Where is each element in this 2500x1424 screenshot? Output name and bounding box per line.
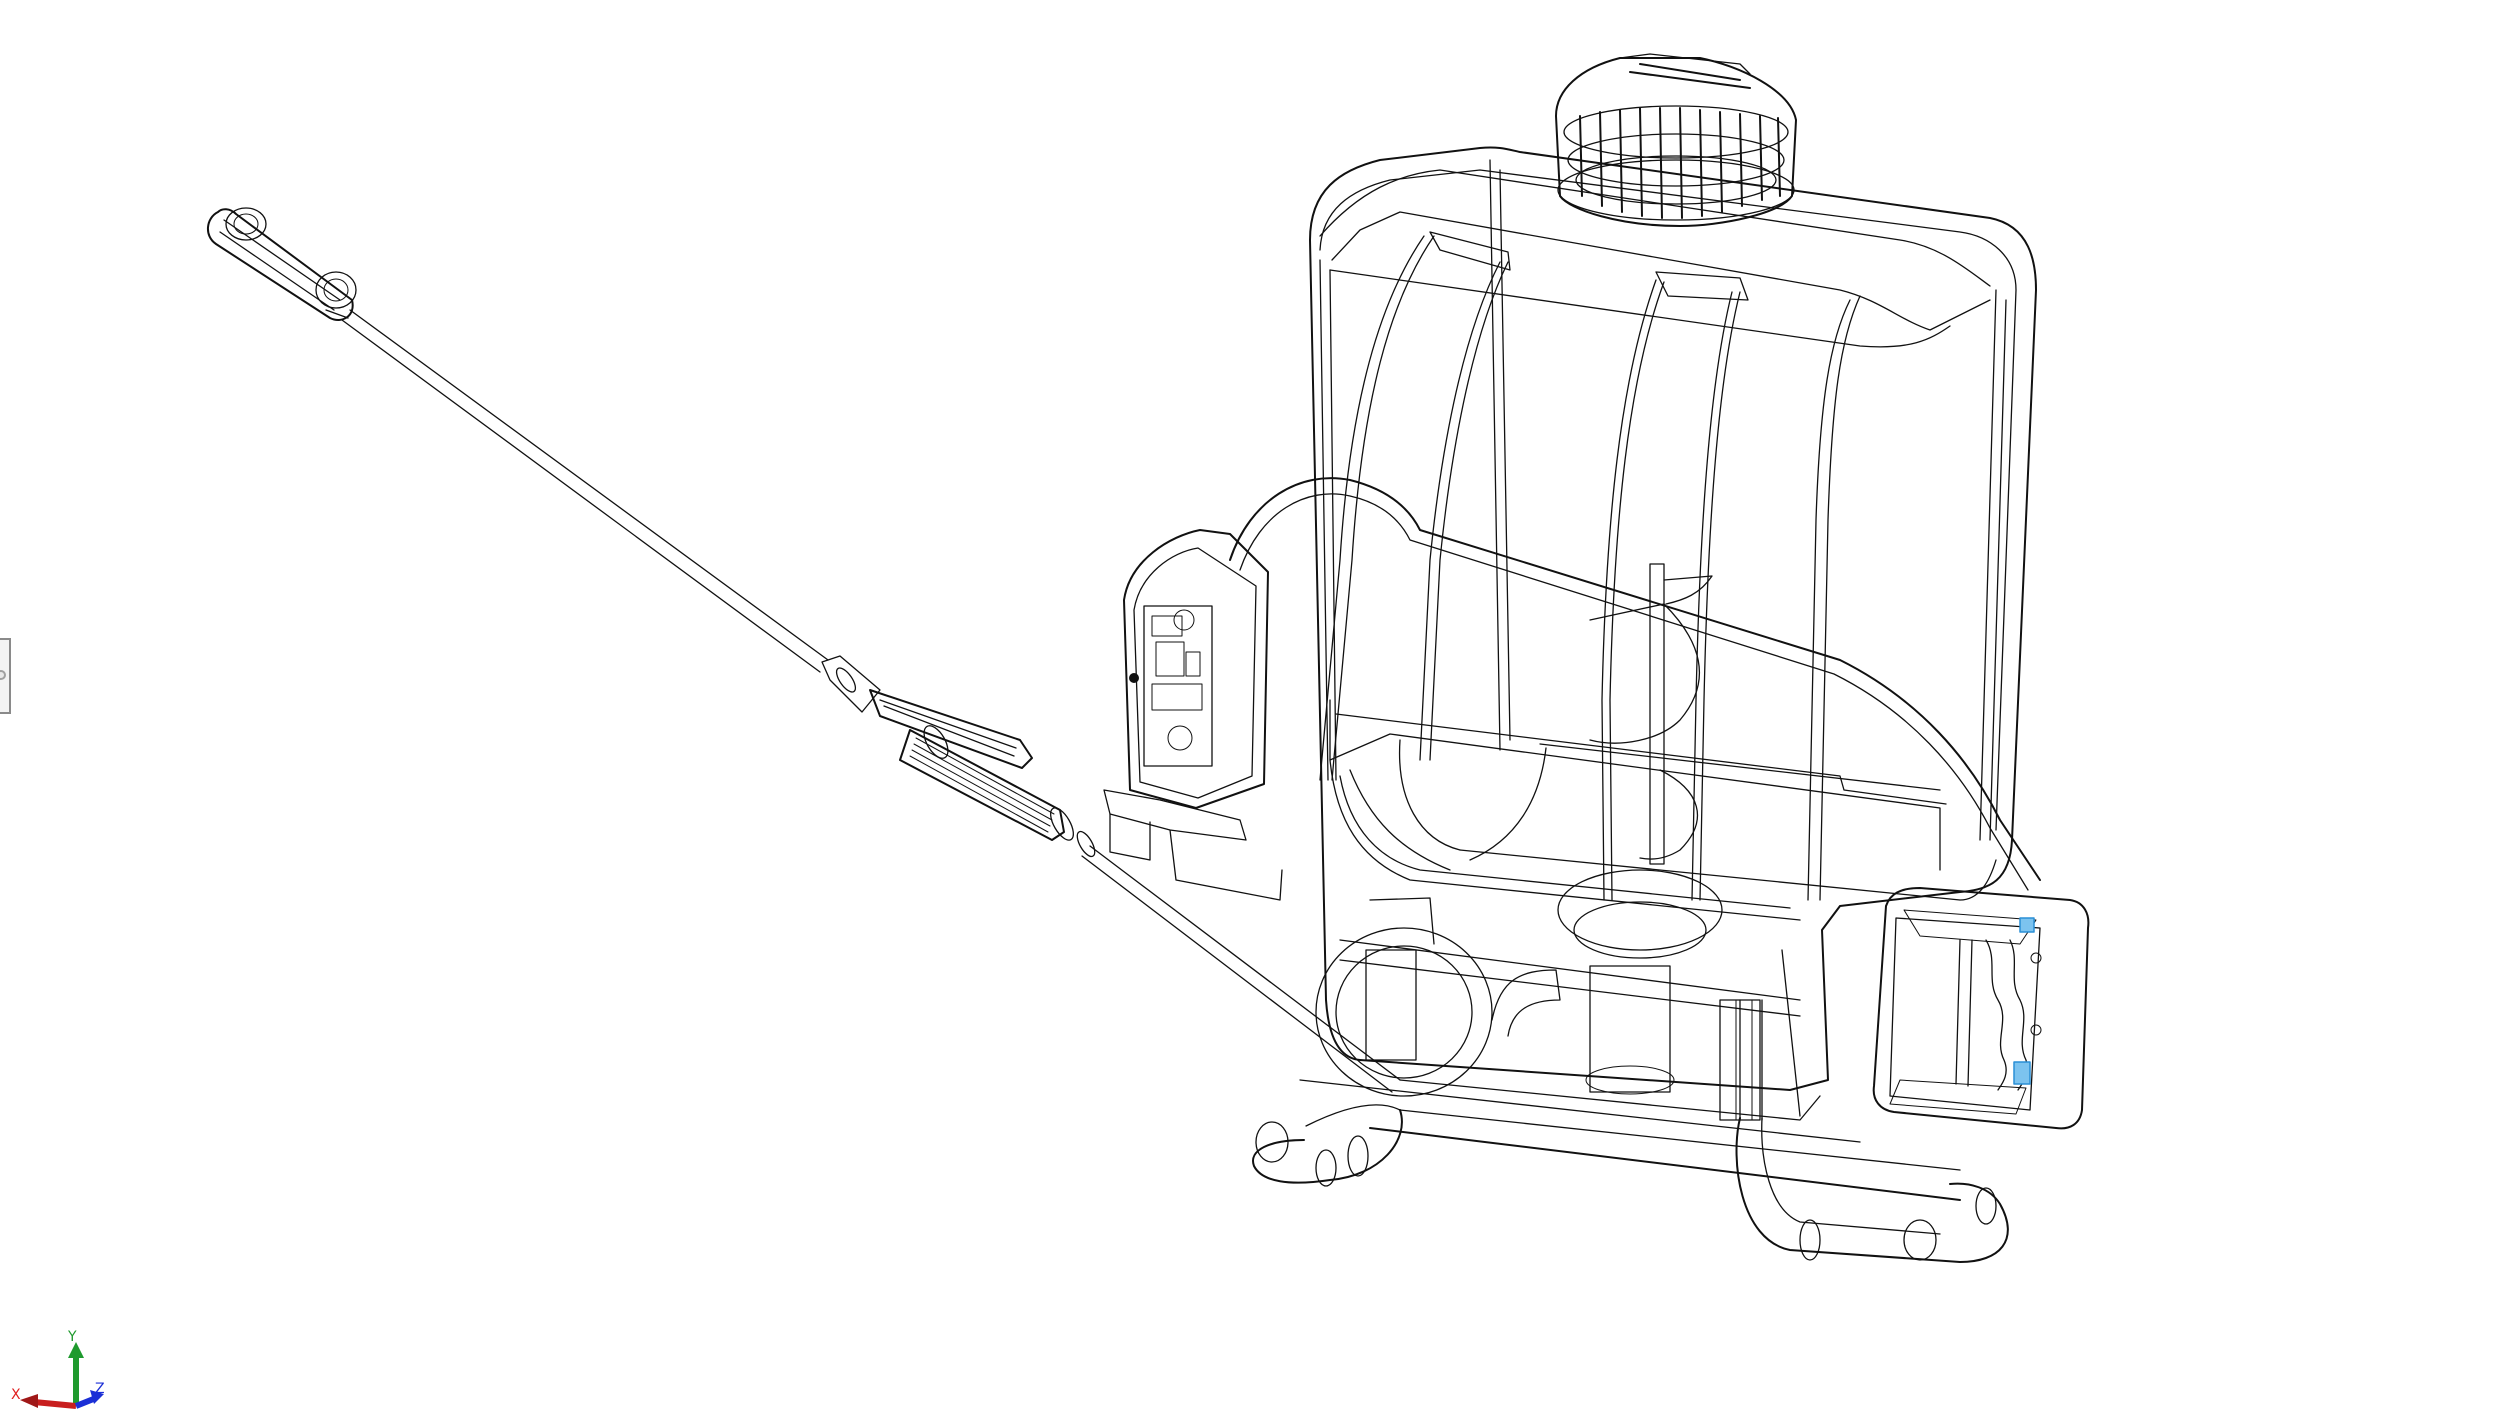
battery-indicator-bottom [2013,1061,2031,1085]
x-axis-label: X [11,1387,21,1403]
control-box[interactable] [1103,529,1283,901]
y-axis-label: Y [68,1329,77,1345]
tank[interactable] [1229,146,2041,1091]
wand-handle-grip[interactable] [869,689,1401,1093]
z-axis-label: Z [95,1381,105,1397]
base-frame[interactable] [1252,949,2009,1263]
axis-triad-icon [20,1342,104,1409]
collapse-handle-icon[interactable] [0,670,6,680]
battery-indicator-top [2019,917,2035,933]
battery-pack[interactable] [1872,887,2090,1130]
tank-cap[interactable] [1555,53,1797,227]
side-panel-collapse-tab[interactable] [0,638,11,714]
pump-assembly[interactable] [1315,869,1801,1121]
spray-nozzle[interactable] [207,207,357,321]
orientation-triad[interactable]: X Y Z [0,1318,120,1418]
spray-wand[interactable] [341,309,881,713]
